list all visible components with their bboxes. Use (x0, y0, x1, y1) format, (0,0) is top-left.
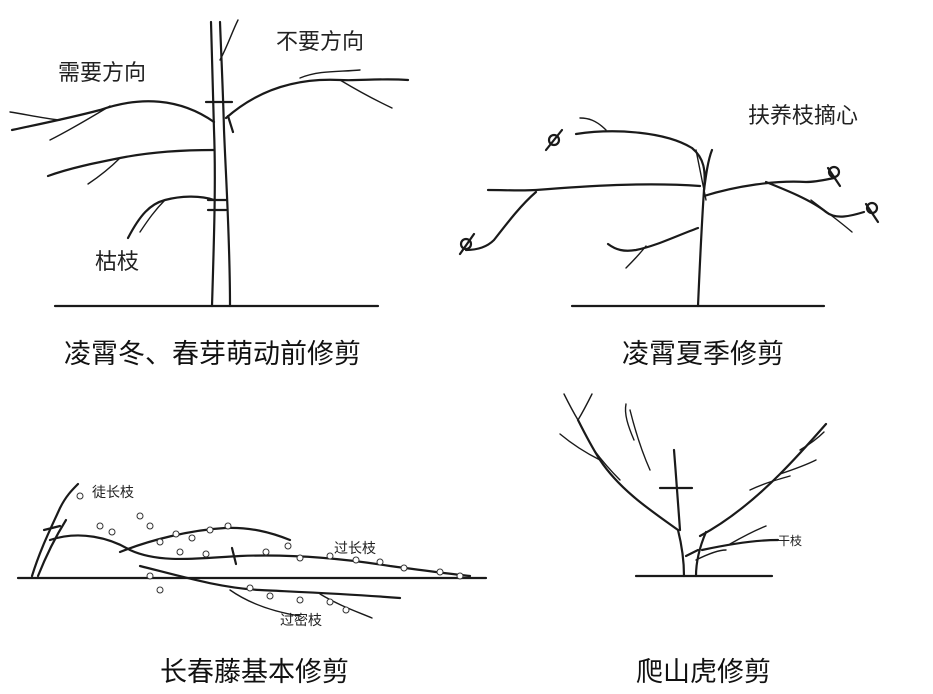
upper-arch-branch (574, 130, 706, 192)
right-twig-2 (799, 431, 825, 451)
pinch-mark-1 (547, 133, 561, 147)
summer-pruning-diagram (458, 117, 880, 308)
cut-mark-2 (226, 114, 235, 134)
label-dead-branch: 枯枝 (95, 250, 140, 275)
left-limb (576, 418, 680, 532)
left-twig-2 (593, 449, 621, 481)
caption-winter-pruning: 凌霄冬、春芽萌动前修剪 (64, 339, 361, 370)
panel-boston-ivy-pruning: 干枝 爬山虎修剪 (500, 380, 933, 694)
label-overlong-branch: 过长枝 (334, 541, 376, 557)
pinch-cut-1 (544, 128, 564, 152)
trunk (696, 148, 714, 308)
right-twig (810, 199, 853, 233)
dense-runner (229, 589, 301, 617)
cut-leggy (42, 524, 62, 532)
lower-left-branch (606, 226, 700, 252)
left-twig-4 (577, 393, 593, 421)
arch-twig (579, 117, 607, 131)
caption-summer-pruning: 凌霄夏季修剪 (622, 339, 784, 370)
dense-runner-2 (319, 593, 373, 619)
top-shoot (219, 19, 239, 61)
cut-long (230, 546, 238, 566)
winter-pruning-diagram (9, 19, 410, 308)
ivy-pruning-diagram (16, 482, 488, 619)
panel-winter-pruning: 需要方向 不要方向 枯枝 凌霄冬、春芽萌动前修剪 (0, 0, 466, 380)
left-twig-3 (563, 393, 579, 421)
caption-ivy-pruning: 长春藤基本修剪 (160, 657, 349, 688)
trunk-left (676, 528, 686, 578)
right-lower-branch (764, 180, 866, 218)
left-drooping-branch (464, 190, 538, 252)
small-shoot (695, 549, 727, 561)
panel-ivy-pruning: 徒长枝 过长枝 过密枝 长春藤基本修剪 (0, 380, 500, 694)
right-branch (224, 78, 410, 120)
lower-runner (138, 564, 402, 600)
right-twig-2 (339, 79, 393, 109)
pinch-cut-2 (458, 232, 476, 256)
main-runner (48, 534, 472, 578)
center-leader (672, 448, 682, 532)
left-twig-3 (87, 157, 121, 185)
trunk-left-edge (209, 20, 216, 308)
label-need-direction: 需要方向 (58, 61, 147, 86)
left-twig-1 (49, 105, 111, 141)
ivy-leaves (76, 492, 464, 614)
label-leggy-branch: 徒长枝 (92, 485, 134, 501)
center-left-twig (629, 409, 651, 471)
right-twig-3 (749, 475, 791, 491)
lower-left-twig (625, 245, 647, 269)
upper-runner (118, 526, 292, 554)
trunk-right (694, 530, 708, 578)
cut-lower (684, 548, 700, 558)
label-trunk-branch: 干枝 (778, 534, 803, 548)
center-left-twig-2 (624, 403, 635, 441)
lower-right-twig (729, 525, 767, 545)
right-twig-1 (299, 69, 361, 79)
right-twig-1 (779, 459, 817, 475)
left-upper-branch (10, 100, 216, 132)
label-unwanted-direction: 不要方向 (276, 30, 365, 55)
pinch-cut-4 (864, 202, 880, 224)
label-overdense-branch: 过密枝 (280, 613, 322, 629)
caption-boston-ivy-pruning: 爬山虎修剪 (636, 657, 771, 688)
left-twig-1 (559, 433, 601, 461)
right-branch (702, 176, 836, 198)
lower-right-limb (700, 538, 780, 552)
left-twig-2 (9, 111, 61, 121)
dead-twig (139, 199, 166, 233)
label-pinch-support-branch: 扶养枝摘心 (748, 104, 859, 129)
pinch-cut-3 (826, 166, 842, 188)
boston-ivy-pruning-diagram (559, 393, 828, 578)
right-limb (698, 422, 828, 538)
leggy-shoot-2 (36, 518, 68, 578)
panel-summer-pruning: 扶养枝摘心 凌霄夏季修剪 (458, 0, 933, 380)
pinch-mark-2 (459, 237, 473, 251)
left-middle-branch (46, 148, 216, 178)
trunk-right-edge (218, 20, 232, 308)
leggy-shoot (30, 482, 80, 578)
left-long-branch (486, 183, 702, 192)
